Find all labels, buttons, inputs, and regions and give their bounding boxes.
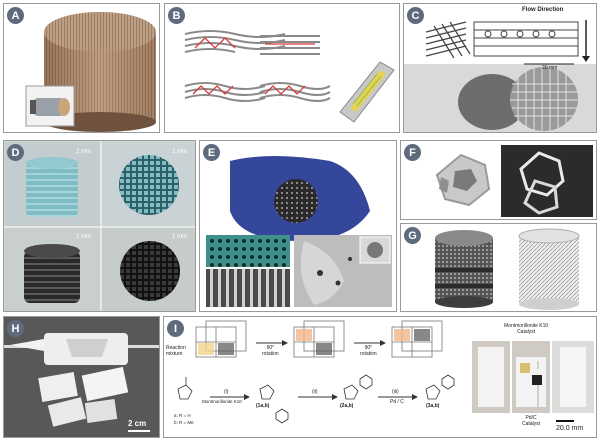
reaction-mixture-label: Reaction mixture xyxy=(166,345,186,357)
rotation-label-2: 90° rotation xyxy=(360,345,377,357)
step-i-label: (i) xyxy=(224,389,229,395)
packed-columns xyxy=(435,228,580,310)
panel-e-badge: E xyxy=(203,144,220,161)
flow-channel-diagrams xyxy=(184,30,395,123)
printed-lattices-photo xyxy=(4,141,195,311)
dodecahedron-structures xyxy=(435,145,593,217)
panel-i: I xyxy=(163,316,597,438)
monolith-image xyxy=(25,12,156,132)
panel-g-badge: G xyxy=(404,227,421,244)
panel-d-scale-3: 2 mm xyxy=(76,234,91,240)
rotation-label-1: 90° rotation xyxy=(262,345,279,357)
photo-catalyst-bottom-label: Pd/C Catalyst xyxy=(522,415,541,427)
step-ii-label: (ii) xyxy=(312,389,318,395)
catalyst-iii-label: Pd / C xyxy=(390,399,404,405)
catalyst-i-label: Montmorillonite K10 xyxy=(202,399,242,404)
compound-1-label: (1a,b) xyxy=(256,403,270,409)
glove-sample-and-micrographs xyxy=(206,156,392,307)
reaction-scheme xyxy=(177,320,594,424)
panel-b-badge: B xyxy=(168,7,185,24)
reactor-parts-photo xyxy=(4,317,159,437)
panel-d-scale-4: 2 mm xyxy=(172,234,187,240)
panel-h: H 2 cm xyxy=(3,316,160,438)
panel-e: E xyxy=(199,140,397,312)
substituent-a-label: a: R = H xyxy=(174,413,191,418)
woodpile-diagram xyxy=(404,20,596,132)
flow-direction-label: Flow Direction xyxy=(522,7,564,13)
panel-a: A xyxy=(3,3,160,133)
panel-c-badge: C xyxy=(407,7,424,24)
panel-c-scale-label: 20 mm xyxy=(542,65,558,71)
compound-2-label: (2a,b) xyxy=(340,403,354,409)
panel-d: D 2 mm 2 mm 2 mm 2 mm xyxy=(3,140,196,312)
photo-catalyst-top-label: Montmorillonite K10 Catalyst xyxy=(504,323,549,335)
panel-f-badge: F xyxy=(404,144,421,161)
step-iii-label: (iii) xyxy=(392,389,399,395)
panel-d-scale-2: 2 mm xyxy=(172,149,187,155)
compound-3-label: (3a,b) xyxy=(426,403,440,409)
panel-b: B xyxy=(164,3,400,133)
panel-d-scale-1: 2 mm xyxy=(76,149,91,155)
panel-d-badge: D xyxy=(7,144,24,161)
panel-h-scale-label: 2 cm xyxy=(128,419,147,428)
panel-a-badge: A xyxy=(7,7,24,24)
panel-c: C Flow Direction 20 mm xyxy=(403,3,597,133)
panel-h-badge: H xyxy=(7,320,24,337)
substituent-b-label: b: R = Me xyxy=(174,420,194,425)
panel-i-badge: I xyxy=(167,320,184,337)
panel-i-scale-label: 20.0 mm xyxy=(556,425,584,432)
panel-g: G xyxy=(400,223,597,312)
panel-f: F xyxy=(400,140,597,220)
panel-h-scale-bar xyxy=(128,430,150,432)
